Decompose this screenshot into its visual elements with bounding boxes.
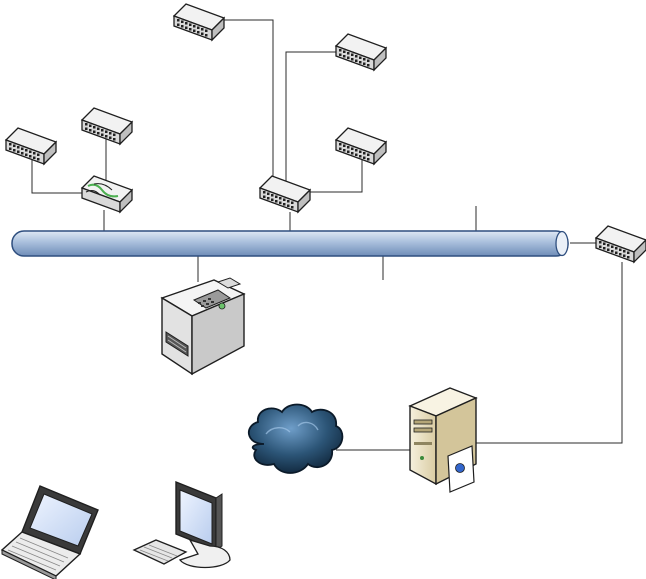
switch-icon	[335, 33, 387, 71]
link-left1-hub	[31, 160, 84, 194]
switch-icon	[335, 127, 387, 165]
link-rightswitch-server	[476, 262, 623, 444]
link-top1-center	[220, 19, 274, 185]
switch-icon	[173, 3, 225, 41]
switch-icon	[259, 175, 311, 213]
hub-icon	[80, 175, 134, 214]
printer-icon	[160, 277, 246, 376]
link-top2-center	[285, 51, 338, 185]
backbone-bus	[11, 230, 569, 257]
server-icon	[408, 387, 478, 493]
connection-lines	[31, 19, 623, 451]
switch-icon	[5, 127, 57, 165]
cloud-icon	[248, 403, 344, 474]
desktop-pc-icon	[132, 480, 231, 569]
link-top3-center	[308, 160, 363, 193]
laptop-icon	[0, 485, 99, 579]
switch-icon	[595, 225, 646, 263]
switch-icon	[81, 107, 133, 145]
